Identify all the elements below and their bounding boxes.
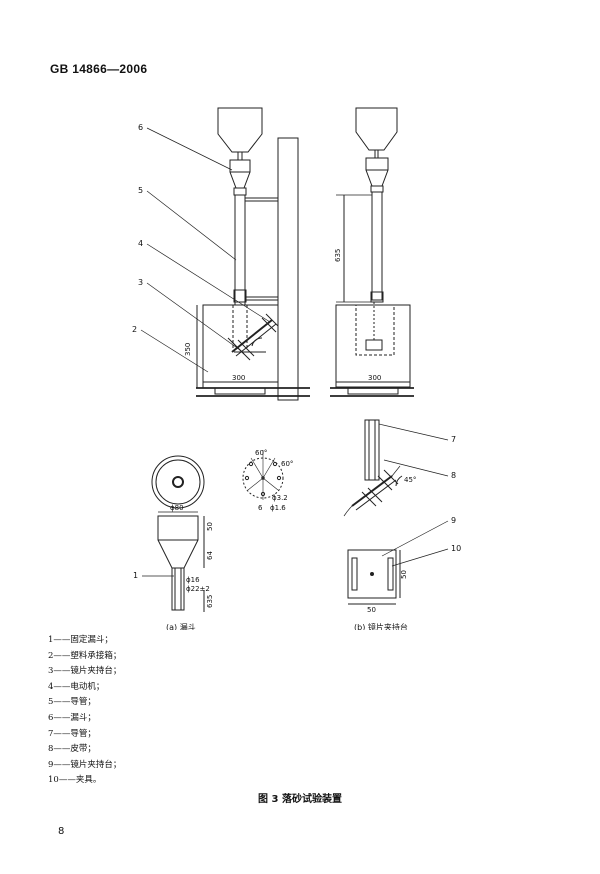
left-assembly: 300 350 [184,107,310,401]
dim-hole-b: 6 [258,504,263,512]
callout-6: 6 [138,123,143,132]
callout-1: 1 [133,571,138,580]
holder-detail: 50 50 9 10 [347,516,461,614]
legend-item: 8——皮带； [48,744,96,755]
page-number: 8 [58,826,65,837]
callout-2: 2 [132,325,137,334]
sand-drop-apparatus-figure: 300 350 6 5 4 3 2 635 300 [132,107,461,630]
right-assembly: 635 300 [330,107,414,397]
dim-angle-b: 60° [281,460,293,468]
callout-7: 7 [451,435,456,444]
dim-funnel-top-dia: ϕ80 [170,504,184,512]
sub-caption-a: (a) 漏斗 [166,622,196,630]
legend-item: 5——导管； [48,697,96,708]
dim-hole-a: ϕ3.2 [272,494,288,502]
legend-item: 7——导管； [48,728,96,739]
figure-caption: 图 3 落砂试验装置 [258,794,342,805]
dim-base-height: 350 [184,343,192,356]
dim-funnel-pipe-len: 635 [206,595,214,608]
legend-item: 1——固定漏斗； [48,635,113,645]
dim-tube-length: 635 [334,249,342,262]
callout-8: 8 [451,471,456,480]
sub-caption-b: (b) 镜片夹持台 [354,622,408,630]
dim-hole-c: ϕ1.6 [270,504,286,512]
dim-angle-a: 60° [255,449,267,457]
callout-9: 9 [451,516,456,525]
callouts-left: 6 5 4 3 2 [132,123,271,373]
callout-3: 3 [138,278,143,287]
clamp-detail: 45° 7 8 [343,419,456,517]
legend-item: 4——电动机； [48,681,105,692]
dim-base-width-left: 300 [232,374,245,382]
legend-item: 10——夹具。 [48,775,102,786]
legend-item: 3——镜片夹持台； [48,666,122,677]
hole-pattern-detail: 60° 60° ϕ3.2 6 ϕ1.6 [242,449,293,512]
dim-base-width-right: 300 [368,374,381,382]
figure-legend: 1——固定漏斗； 2——塑料承接箱； 3——镜片夹持台； 4——电动机； 5——… [48,633,121,789]
dim-outlet-b: ϕ22±2 [186,585,210,593]
callout-5: 5 [138,186,143,195]
legend-item: 6——漏斗； [48,712,96,723]
dim-clamp-angle: 45° [404,476,416,484]
callout-10: 10 [451,544,461,553]
dim-holder-w: 50 [367,606,376,614]
callout-4: 4 [138,239,143,248]
dim-funnel-top-height: 50 [206,522,214,531]
dim-funnel-cone-height: 64 [206,551,214,560]
dim-outlet-a: ϕ16 [186,576,200,584]
dim-holder-h: 50 [400,570,408,579]
legend-item: 9——镜片夹持台； [48,759,122,770]
funnel-detail: ϕ80 50 64 ϕ16 ϕ22±2 635 1 [133,455,214,612]
standard-code: GB 14866—2006 [50,62,148,76]
legend-item: 2——塑料承接箱； [48,650,122,661]
